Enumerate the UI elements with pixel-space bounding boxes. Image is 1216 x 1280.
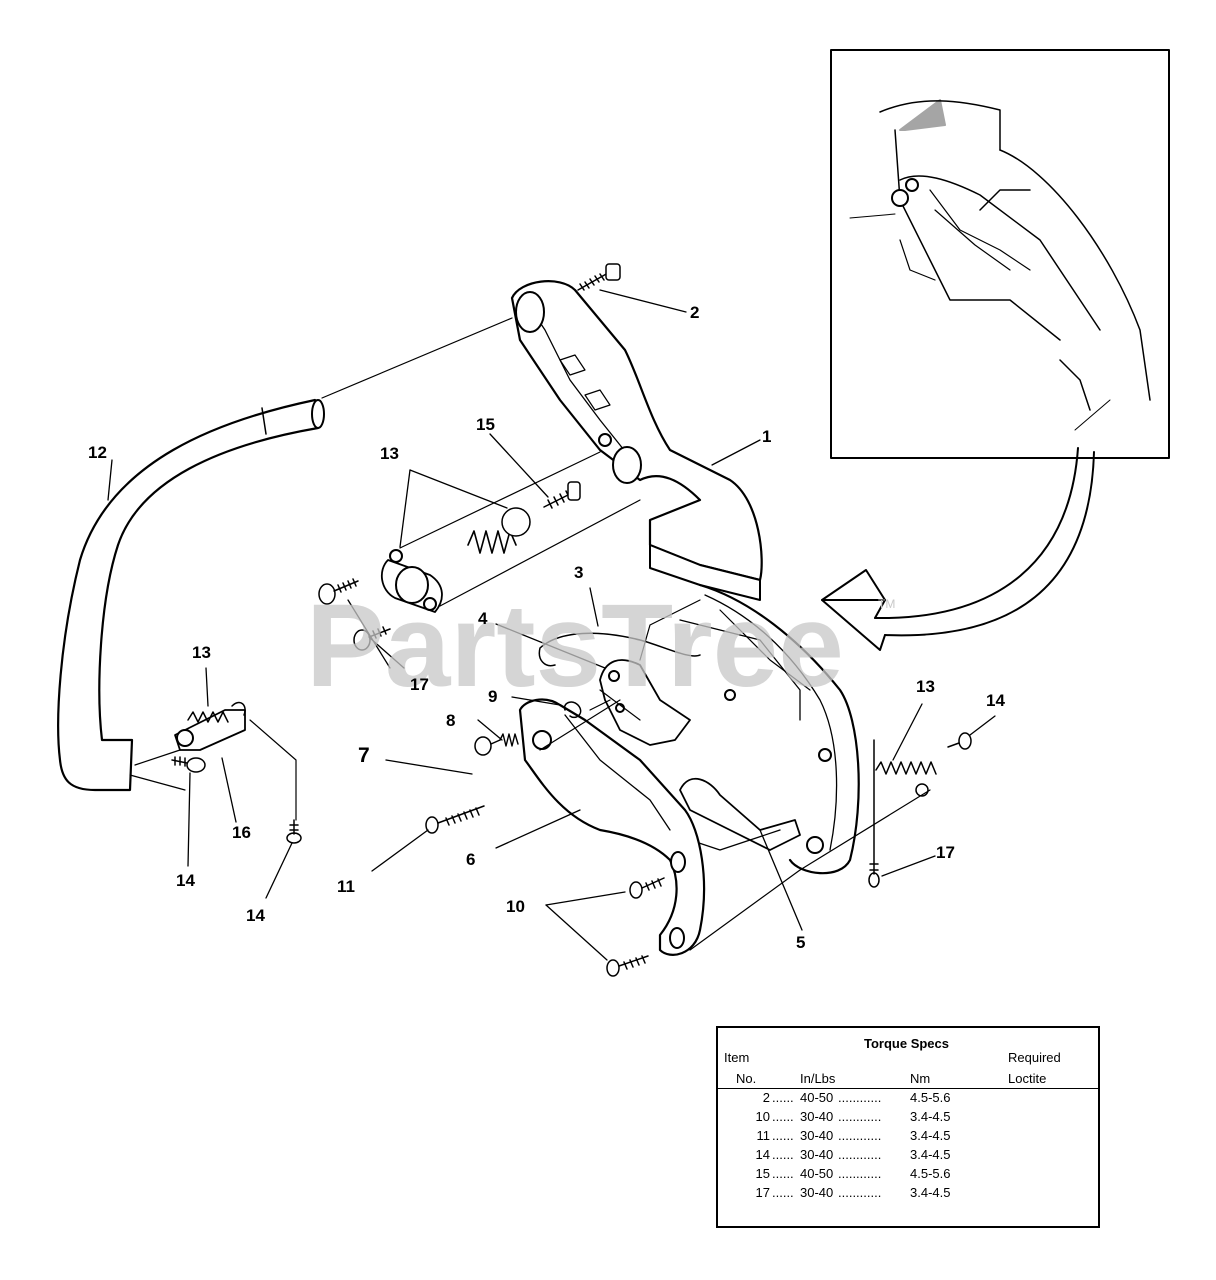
leader-dots: ...... [772,1185,794,1200]
header-nm: Nm [910,1071,931,1086]
torque-table-title: Torque Specs [864,1036,950,1051]
header-item: Item [724,1050,750,1065]
header-in-lbs: In/Lbs [800,1071,836,1086]
callout-7: 7 [358,744,370,767]
row-nm: 3.4-4.5 [910,1147,951,1162]
header-no: No. [736,1071,757,1086]
leader-dots: ...... [772,1147,794,1162]
part-12-front-handlebar [57,398,325,792]
row-in-lbs: 30-40 [800,1109,834,1124]
callout-labels: 2 1 15 13 12 3 4 17 13 13 14 9 8 7 16 14… [88,303,1005,952]
row-nm: 3.4-4.5 [910,1185,951,1200]
table-divider [718,1088,1098,1089]
table-row: 10...... 30-40............ 3.4-4.5 [718,1109,1098,1127]
fasteners [171,263,972,977]
callout-11: 11 [337,877,355,896]
callout-16: 16 [232,823,251,842]
watermark: PartsTree [306,580,844,712]
row-item: 11 [756,1128,771,1143]
assembly-lines [129,317,931,951]
leader-dots: ...... [772,1109,794,1124]
leader-dots: ............ [838,1166,882,1181]
part-13-spring-right [875,761,937,775]
callout-14-bottom: 14 [246,906,265,925]
table-row: 11...... 30-40............ 3.4-4.5 [718,1128,1098,1146]
table-row: 15...... 40-50............ 4.5-5.6 [718,1166,1098,1184]
row-nm: 4.5-5.6 [910,1090,951,1105]
callout-8: 8 [446,711,455,730]
callout-3: 3 [574,563,583,582]
leader-dots: ............ [838,1147,882,1162]
leader-dots: ...... [772,1128,794,1143]
callout-1: 1 [762,427,771,446]
callout-12: 12 [88,443,107,462]
leader-dots: ...... [772,1090,794,1105]
leader-dots: ............ [838,1109,882,1124]
table-row: 14...... 30-40............ 3.4-4.5 [718,1147,1098,1165]
part-6-handle-cover [518,698,706,956]
row-item: 14 [755,1147,770,1162]
header-required: Required [1008,1050,1061,1065]
callout-10: 10 [506,897,525,916]
table-row: 2...... 40-50............ 4.5-5.6 [718,1090,1098,1108]
row-item: 15 [755,1166,770,1181]
row-nm: 4.5-5.6 [910,1166,951,1181]
callout-14-right: 14 [986,691,1005,710]
row-in-lbs: 40-50 [800,1166,834,1181]
callout-13-left: 13 [192,643,211,662]
watermark-trademark: TM [878,597,895,611]
part-13-gasket-plate [380,549,443,613]
callout-4: 4 [478,609,488,628]
row-in-lbs: 30-40 [800,1185,834,1200]
callout-13-right: 13 [916,677,935,696]
leader-dots: ...... [772,1166,794,1181]
callout-14-left: 14 [176,871,195,890]
row-item: 10 [755,1109,770,1124]
callout-9: 9 [488,687,497,706]
row-in-lbs: 30-40 [800,1128,834,1143]
callout-13-center: 13 [380,444,399,463]
table-row: 17...... 30-40............ 3.4-4.5 [718,1185,1098,1203]
callout-15: 15 [476,415,495,434]
leader-dots: ............ [838,1128,882,1143]
callout-17-right: 17 [936,843,955,862]
inset-detail-view [830,49,1170,459]
leader-dots: ............ [838,1185,882,1200]
row-item: 17 [755,1185,770,1200]
row-nm: 3.4-4.5 [910,1109,951,1124]
inset-pointer-arrow [821,447,1095,651]
row-item: 2 [762,1090,770,1105]
row-nm: 3.4-4.5 [910,1128,951,1143]
part-3-spring-wire [538,632,701,667]
part-1-rear-handle [510,280,860,875]
row-in-lbs: 40-50 [800,1090,834,1105]
callout-5: 5 [796,933,805,952]
callout-17-left: 17 [410,675,429,694]
row-in-lbs: 30-40 [800,1147,834,1162]
torque-specs-table: Torque Specs Item Required No. In/Lbs Nm… [716,1026,1100,1228]
part-13-spring-left [187,711,229,723]
callout-6: 6 [466,850,475,869]
part-13-spring-center [467,530,517,554]
part-13-spring-cap [501,507,531,537]
leader-dots: ............ [838,1090,882,1105]
header-loctite: Loctite [1008,1071,1047,1086]
part-16-switch-bracket [174,701,246,751]
callout-2: 2 [690,303,699,322]
leader-lines [107,289,996,961]
